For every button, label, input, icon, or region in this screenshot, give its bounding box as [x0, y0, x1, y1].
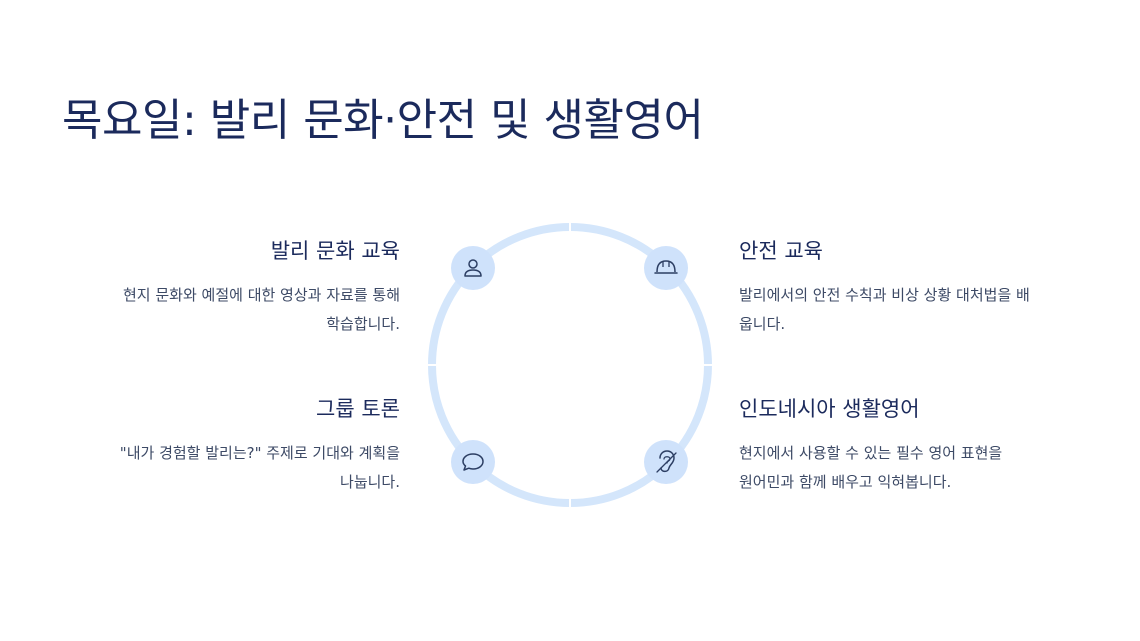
- section-description: "내가 경험할 발리는?" 주제로 기대와 계획을 나눕니다.: [40, 439, 400, 497]
- description-line: 원어민과 함께 배우고 익혀봅니다.: [739, 473, 952, 491]
- section-title: 안전 교육: [739, 239, 823, 263]
- description-line: "내가 경험할 발리는?" 주제로 기대와 계획을: [119, 444, 400, 462]
- ear-icon: [644, 440, 688, 484]
- chat-bubble-icon: [451, 440, 495, 484]
- section-english: 인도네시아 생활영어 현지에서 사용할 수 있는 필수 영어 표현을 원어민과 …: [739, 395, 1099, 497]
- page-title: 목요일: 발리 문화·안전 및 생활영어: [62, 95, 704, 146]
- description-line: 나눕니다.: [340, 473, 400, 491]
- section-description: 현지 문화와 예절에 대한 영상과 자료를 통해 학습합니다.: [40, 281, 400, 339]
- section-description: 현지에서 사용할 수 있는 필수 영어 표현을 원어민과 함께 배우고 익혀봅니…: [739, 439, 1099, 497]
- section-culture: 발리 문화 교육 현지 문화와 예절에 대한 영상과 자료를 통해 학습합니다.: [40, 237, 400, 339]
- section-description: 발리에서의 안전 수칙과 비상 상황 대처법을 배 웁니다.: [739, 281, 1099, 339]
- section-discussion: 그룹 토론 "내가 경험할 발리는?" 주제로 기대와 계획을 나눕니다.: [40, 395, 400, 497]
- person-icon: [451, 246, 495, 290]
- description-line: 현지 문화와 예절에 대한 영상과 자료를 통해: [122, 286, 400, 304]
- section-safety: 안전 교육 발리에서의 안전 수칙과 비상 상황 대처법을 배 웁니다.: [739, 237, 1099, 339]
- description-line: 발리에서의 안전 수칙과 비상 상황 대처법을 배: [739, 286, 1030, 304]
- section-title: 발리 문화 교육: [270, 239, 400, 263]
- description-line: 학습합니다.: [326, 315, 400, 333]
- description-line: 웁니다.: [739, 315, 786, 333]
- description-line: 현지에서 사용할 수 있는 필수 영어 표현을: [739, 444, 1003, 462]
- hard-hat-icon: [644, 246, 688, 290]
- section-title: 그룹 토론: [316, 397, 400, 421]
- section-title: 인도네시아 생활영어: [739, 397, 920, 421]
